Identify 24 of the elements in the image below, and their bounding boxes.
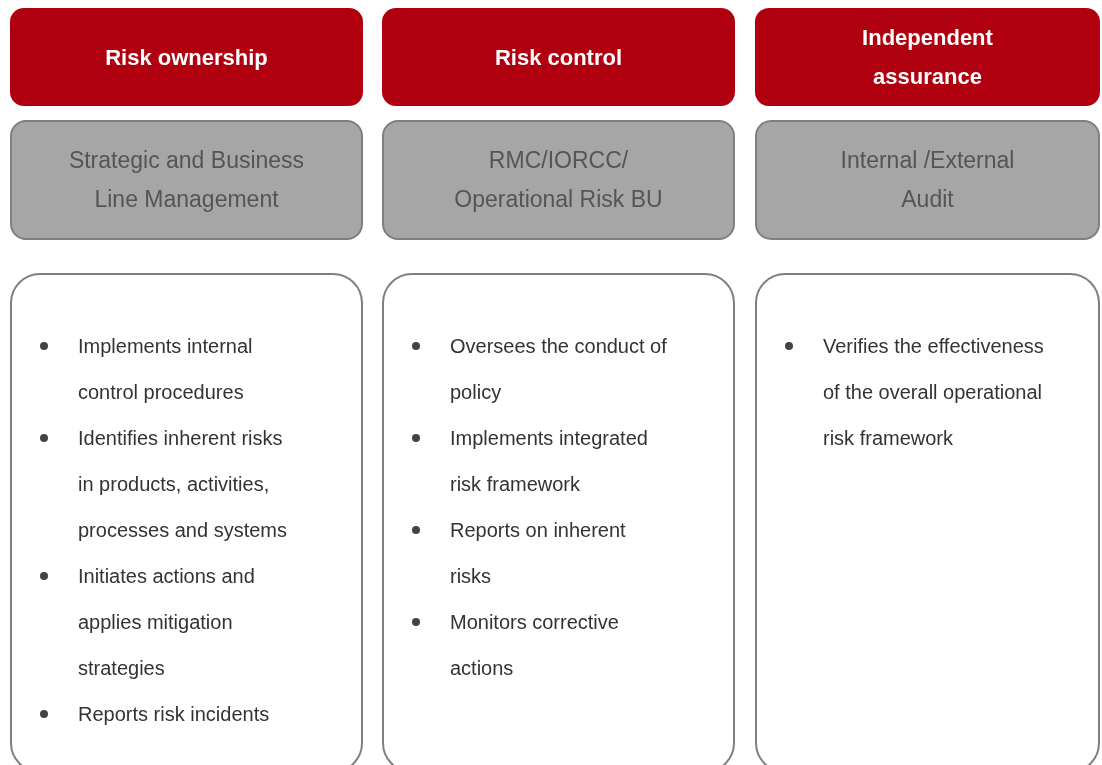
header-text: Risk ownership (105, 43, 268, 72)
role-text: Strategic and Business Line Management (67, 146, 306, 214)
bullet-item: Implements internal control procedures (78, 334, 254, 405)
bullet-item: Reports on inherent risks (450, 518, 627, 589)
bullet-item: Oversees the conduct of policy (450, 334, 668, 405)
bullet-item: Reports risk incidents (78, 702, 270, 727)
duties-panel (382, 273, 735, 765)
role-text: Internal /External Audit (839, 146, 1016, 214)
column-header (382, 8, 735, 106)
bullet-item: Initiates actions and applies mitigation strategies (78, 564, 256, 681)
duties-panel (10, 273, 363, 765)
column-header (10, 8, 363, 106)
column-header (755, 8, 1100, 106)
bullet-item: Identifies inherent risks in products, activities, processes and systems (78, 426, 288, 543)
role-box (10, 120, 363, 240)
role-box (755, 120, 1100, 240)
bullet-item: Monitors corrective actions (450, 610, 620, 681)
header-text: Risk control (494, 43, 623, 72)
header-text: Independent assurance (861, 24, 994, 91)
duties-panel (755, 273, 1100, 765)
bullet-item: Verifies the effectiveness of the overall operational risk framework (823, 334, 1045, 451)
bullet-item: Implements integrated risk framework (450, 426, 649, 497)
role-text: RMC/IORCC/ Operational Risk BU (453, 146, 664, 214)
role-box (382, 120, 735, 240)
